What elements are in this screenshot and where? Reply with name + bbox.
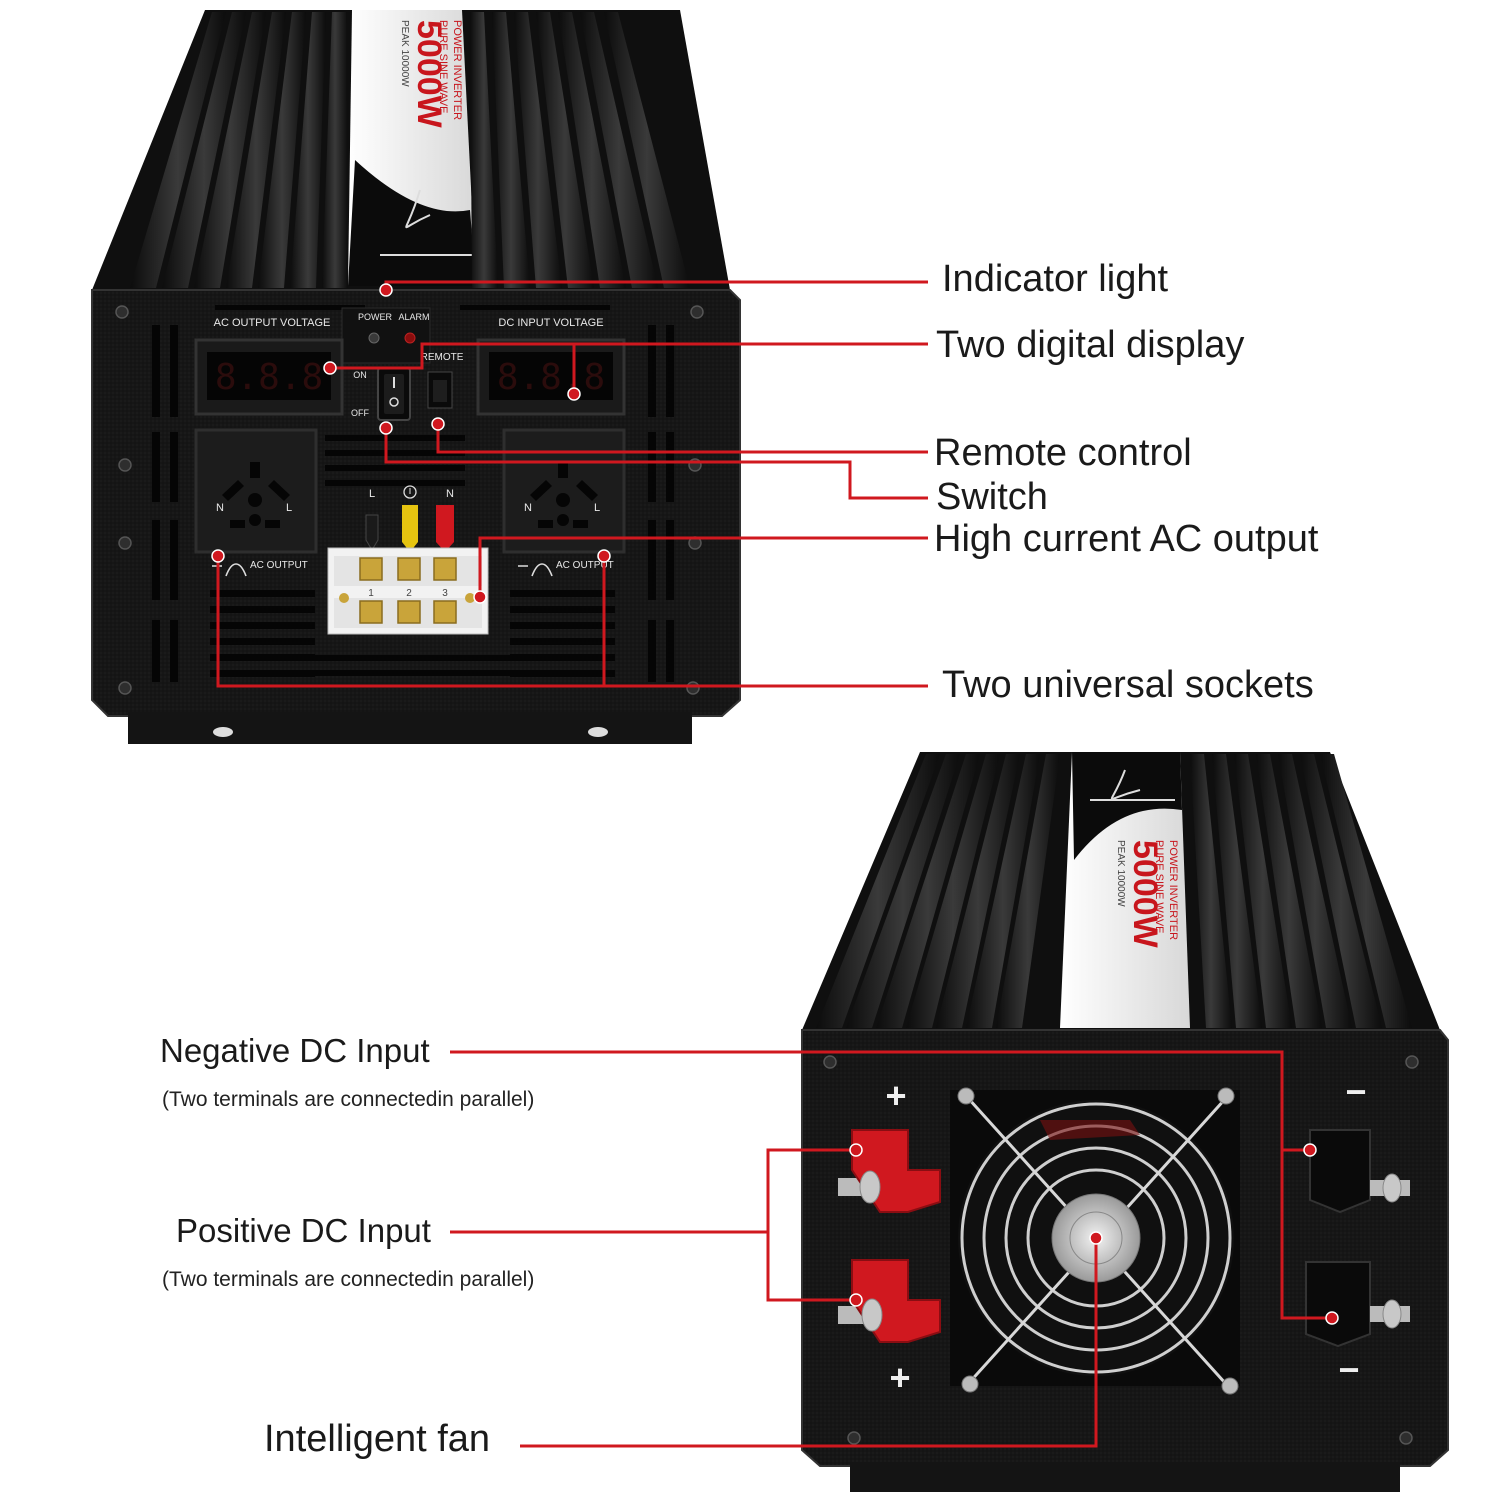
svg-text:3: 3	[442, 588, 448, 599]
callout-positive-dc-note: (Two terminals are connectedin parallel)	[162, 1268, 535, 1291]
rear-label-text: 5000W POWER INVERTER PURE SINE WAVE PEAK…	[1115, 840, 1179, 949]
positive-sign-bottom: +	[889, 1357, 910, 1398]
svg-text:N: N	[446, 488, 454, 500]
front-fins-left	[130, 12, 348, 288]
svg-text:PURE SINE WAVE: PURE SINE WAVE	[437, 20, 449, 114]
callout-negative-dc-input: Negative DC Input	[160, 1032, 430, 1069]
dc-input-voltage-label: DC INPUT VOLTAGE	[498, 317, 603, 329]
callout-indicator-light: Indicator light	[942, 258, 1169, 300]
callout-lines	[216, 280, 1332, 1448]
svg-text:L: L	[369, 488, 375, 500]
line-switch	[384, 428, 928, 500]
off-label: OFF	[351, 408, 369, 418]
front-fins-right	[470, 12, 690, 288]
remote-port[interactable]	[427, 371, 453, 409]
svg-text:PEAK 10000W: PEAK 10000W	[399, 20, 410, 87]
line-negative-dc	[450, 1050, 1332, 1320]
svg-text:N: N	[524, 502, 532, 514]
negative-terminal-top	[1309, 1129, 1410, 1214]
positive-terminal-top	[838, 1129, 941, 1213]
front-label-text: 5000W POWER INVERTER PURE SINE WAVE PEAK…	[399, 20, 463, 129]
svg-text:8.8.8: 8.8.8	[497, 357, 605, 398]
power-led	[368, 332, 380, 344]
ac-output-right-label: AC OUTPUT	[556, 560, 614, 571]
line-remote-control	[436, 424, 928, 454]
line-positive-dc-b	[766, 1148, 856, 1302]
line-universal-sockets	[216, 556, 928, 688]
callout-two-universal-sockets: Two universal sockets	[942, 664, 1314, 706]
ac-terminal-block: L N 1 2 3	[327, 485, 489, 635]
rear-screws	[823, 1055, 1419, 1445]
callout-two-digital-display: Two digital display	[936, 324, 1245, 366]
front-vents	[152, 305, 674, 682]
svg-text:L: L	[594, 502, 600, 514]
alarm-led	[404, 332, 416, 344]
alarm-label: ALARM	[398, 312, 429, 322]
universal-socket-left: N L	[194, 428, 318, 554]
positive-sign-top: +	[885, 1075, 906, 1116]
front-inverter: 5000W POWER INVERTER PURE SINE WAVE PEAK…	[91, 10, 741, 744]
svg-text:8.8.8: 8.8.8	[215, 357, 323, 398]
rear-foot	[850, 1462, 1400, 1492]
indicator-box	[341, 307, 431, 364]
line-intelligent-fan	[520, 1238, 1098, 1448]
negative-sign-bottom: −	[1338, 1349, 1359, 1390]
callout-dots	[211, 283, 1339, 1325]
svg-text:POWER INVERTER: POWER INVERTER	[1167, 840, 1179, 940]
remote-label: REMOTE	[421, 352, 464, 363]
positive-terminal-bottom	[838, 1259, 941, 1343]
rear-fins-left	[816, 754, 1060, 1028]
svg-text:PEAK 10000W: PEAK 10000W	[1115, 840, 1126, 907]
power-switch[interactable]	[377, 367, 411, 421]
ac-output-voltage-label: AC OUTPUT VOLTAGE	[214, 317, 331, 329]
callout-positive-dc-input: Positive DC Input	[176, 1212, 431, 1249]
ac-display: 8.8.8	[194, 338, 344, 416]
svg-text:1: 1	[368, 588, 374, 599]
svg-text:L: L	[286, 502, 292, 514]
dc-display: 8.8.8	[476, 338, 626, 416]
rear-fins-right	[1190, 754, 1412, 1028]
front-foot	[128, 712, 692, 744]
power-label: POWER	[358, 312, 393, 322]
svg-text:2: 2	[406, 588, 412, 599]
line-ac-output	[478, 536, 928, 597]
rear-inverter: 5000W POWER INVERTER PURE SINE WAVE PEAK…	[801, 752, 1449, 1492]
callout-intelligent-fan: Intelligent fan	[264, 1418, 491, 1460]
negative-terminal-bottom	[1305, 1261, 1410, 1348]
callout-remote-control: Remote control	[934, 432, 1192, 474]
on-label: ON	[353, 370, 367, 380]
svg-text:POWER INVERTER: POWER INVERTER	[451, 20, 463, 120]
negative-sign-top: −	[1345, 1071, 1366, 1112]
callout-switch: Switch	[936, 476, 1048, 518]
line-digital-display-a	[330, 342, 928, 370]
svg-text:PURE SINE WAVE: PURE SINE WAVE	[1153, 840, 1165, 934]
svg-text:5000W: 5000W	[410, 20, 448, 129]
svg-text:N: N	[216, 502, 224, 514]
svg-text:5000W: 5000W	[1126, 840, 1164, 949]
universal-socket-right: N L	[502, 428, 626, 554]
callout-high-current-ac-output: High current AC output	[934, 518, 1319, 560]
ac-output-left-label: AC OUTPUT	[250, 560, 308, 571]
callout-negative-dc-note: (Two terminals are connectedin parallel)	[162, 1088, 535, 1111]
